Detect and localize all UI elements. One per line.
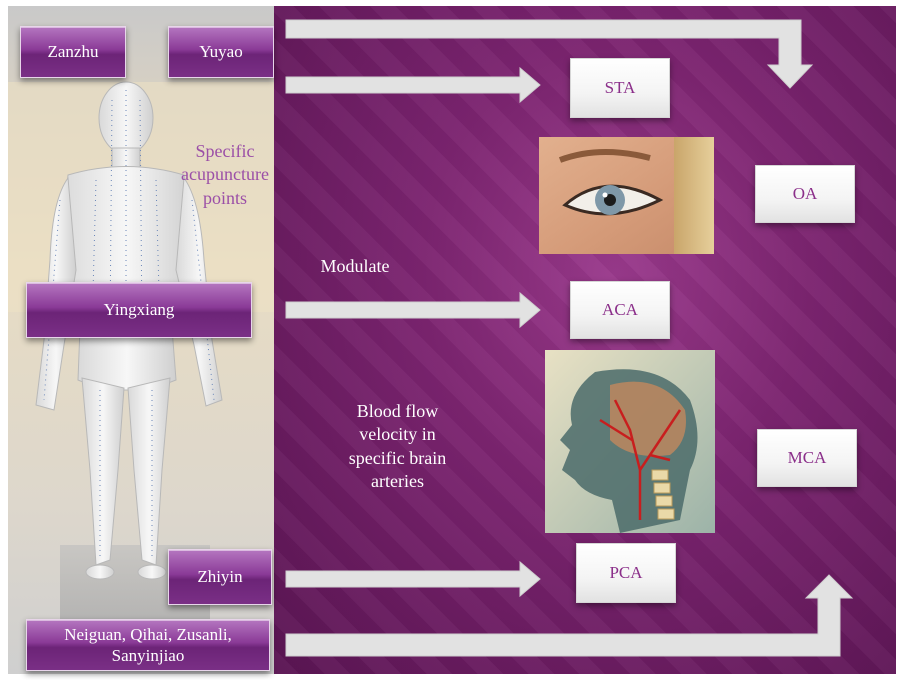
arrow-yingxiang-to-aca xyxy=(286,293,540,327)
modulate-label: Modulate xyxy=(300,256,410,277)
artery-sta-label: STA xyxy=(605,78,636,98)
arrow-yuyao-to-sta xyxy=(286,68,540,102)
bfv-line2: velocity in xyxy=(330,423,465,446)
acupoint-zanzhu[interactable]: Zanzhu xyxy=(20,26,126,78)
artery-pca-label: PCA xyxy=(609,563,642,583)
acupoint-group[interactable]: Neiguan, Qihai, Zusanli, Sanyinjiao xyxy=(26,619,270,671)
artery-sta[interactable]: STA xyxy=(570,58,670,118)
acupoint-group-line1: Neiguan, Qihai, Zusanli, xyxy=(64,624,232,645)
artery-mca[interactable]: MCA xyxy=(757,429,857,487)
acupoint-yingxiang[interactable]: Yingxiang xyxy=(26,282,252,338)
artery-oa-label: OA xyxy=(793,184,818,204)
acupoint-group-line2: Sanyinjiao xyxy=(112,645,185,666)
acupoint-zhiyin[interactable]: Zhiyin xyxy=(168,549,272,605)
artery-aca-label: ACA xyxy=(602,300,638,320)
bfv-line3: specific brain xyxy=(330,447,465,470)
acupoint-yingxiang-label: Yingxiang xyxy=(104,299,175,320)
bfv-line4: arteries xyxy=(330,470,465,493)
artery-aca[interactable]: ACA xyxy=(570,281,670,339)
acupoint-yuyao[interactable]: Yuyao xyxy=(168,26,274,78)
specific-acupuncture-points-label: Specific acupuncture points xyxy=(160,140,290,210)
artery-oa[interactable]: OA xyxy=(755,165,855,223)
arrow-zhiyin-to-pca xyxy=(286,562,540,596)
bfv-line1: Blood flow xyxy=(330,400,465,423)
specific-points-line1: Specific xyxy=(160,140,290,163)
artery-pca[interactable]: PCA xyxy=(576,543,676,603)
acupoint-zhiyin-label: Zhiyin xyxy=(197,566,242,587)
acupoint-yuyao-label: Yuyao xyxy=(199,41,242,62)
blood-flow-velocity-label: Blood flow velocity in specific brain ar… xyxy=(330,400,465,494)
artery-mca-label: MCA xyxy=(788,448,827,468)
specific-points-line3: points xyxy=(160,187,290,210)
specific-points-line2: acupuncture xyxy=(160,163,290,186)
acupoint-zanzhu-label: Zanzhu xyxy=(48,41,99,62)
